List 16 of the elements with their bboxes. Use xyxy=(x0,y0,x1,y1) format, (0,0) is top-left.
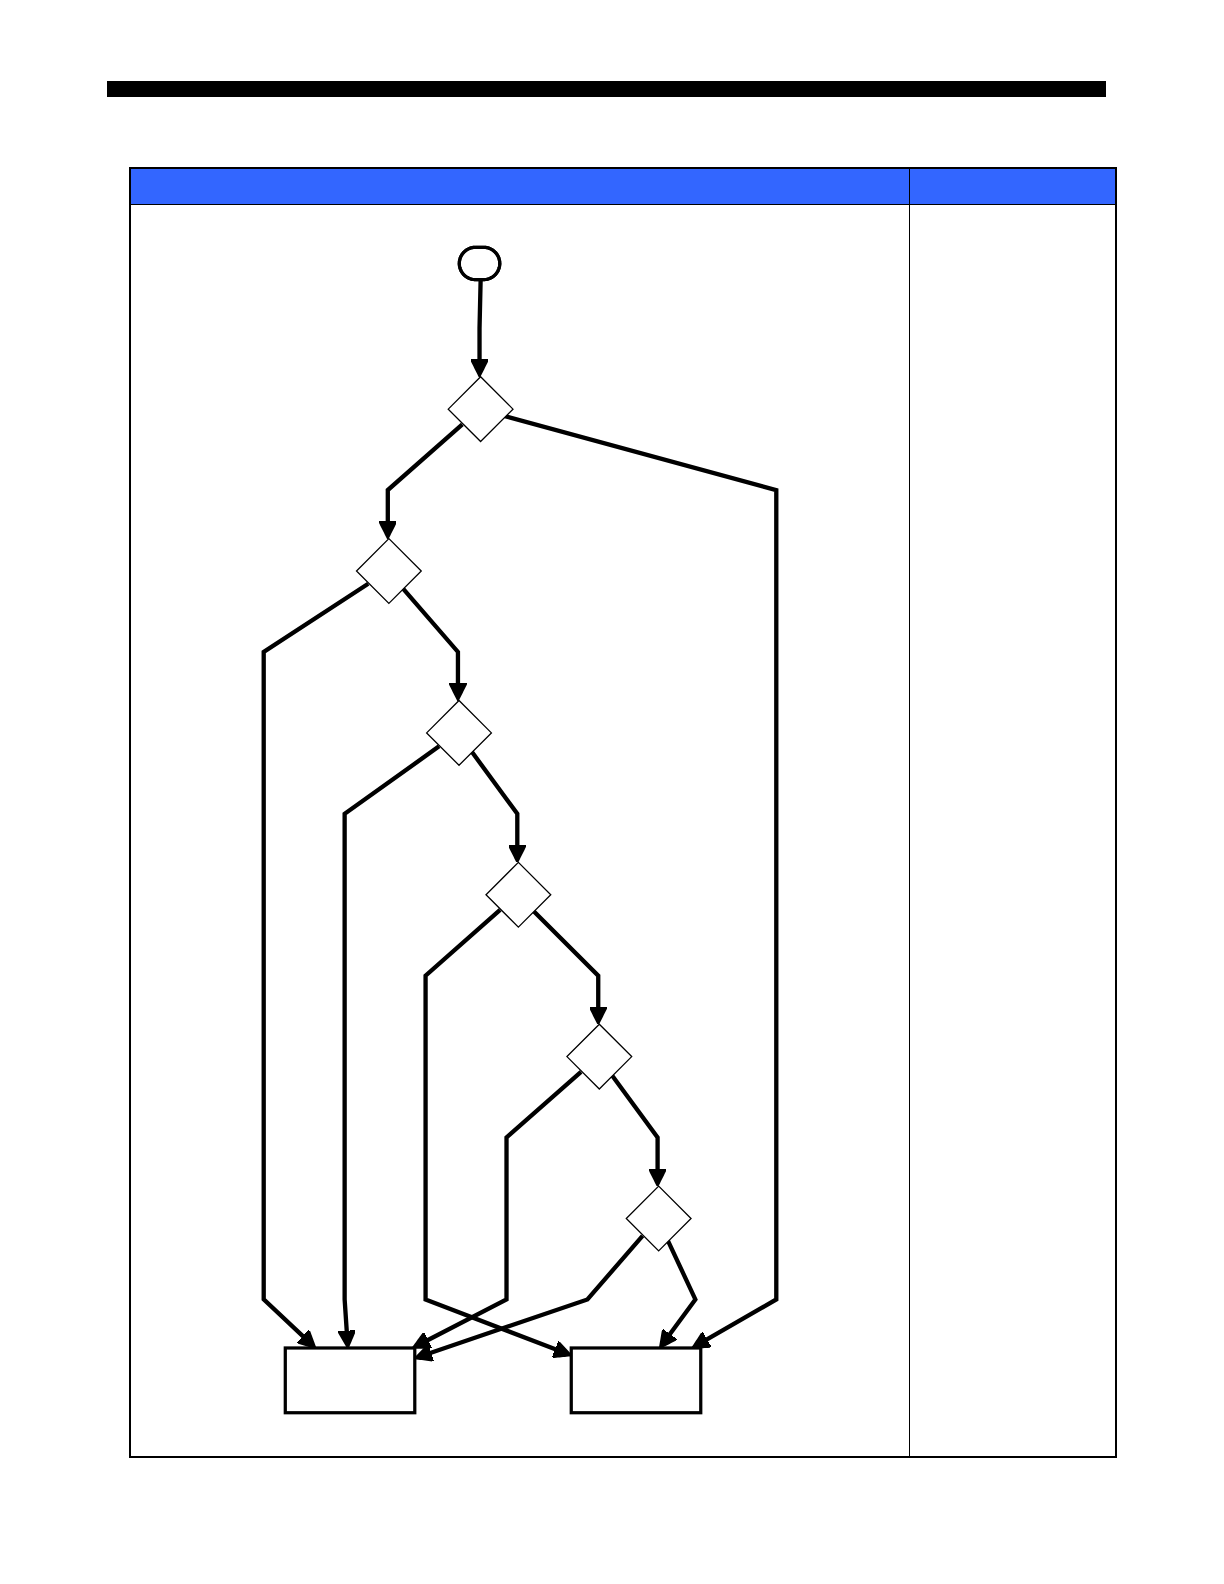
node-box xyxy=(569,1346,703,1415)
arrow xyxy=(504,414,779,1349)
arrow xyxy=(610,1074,668,1187)
arrow xyxy=(469,750,527,864)
node-diamond xyxy=(566,1023,633,1090)
node-box xyxy=(283,1346,417,1415)
node-diamond xyxy=(447,375,514,443)
node-diamond xyxy=(625,1185,692,1252)
node-diamond xyxy=(425,699,493,767)
arrow xyxy=(411,1070,583,1349)
arrow xyxy=(378,422,464,540)
node-diamond xyxy=(355,537,423,605)
node-diamond xyxy=(485,861,552,929)
arrow xyxy=(401,586,468,702)
arrow xyxy=(531,909,608,1026)
arrow xyxy=(470,280,490,378)
